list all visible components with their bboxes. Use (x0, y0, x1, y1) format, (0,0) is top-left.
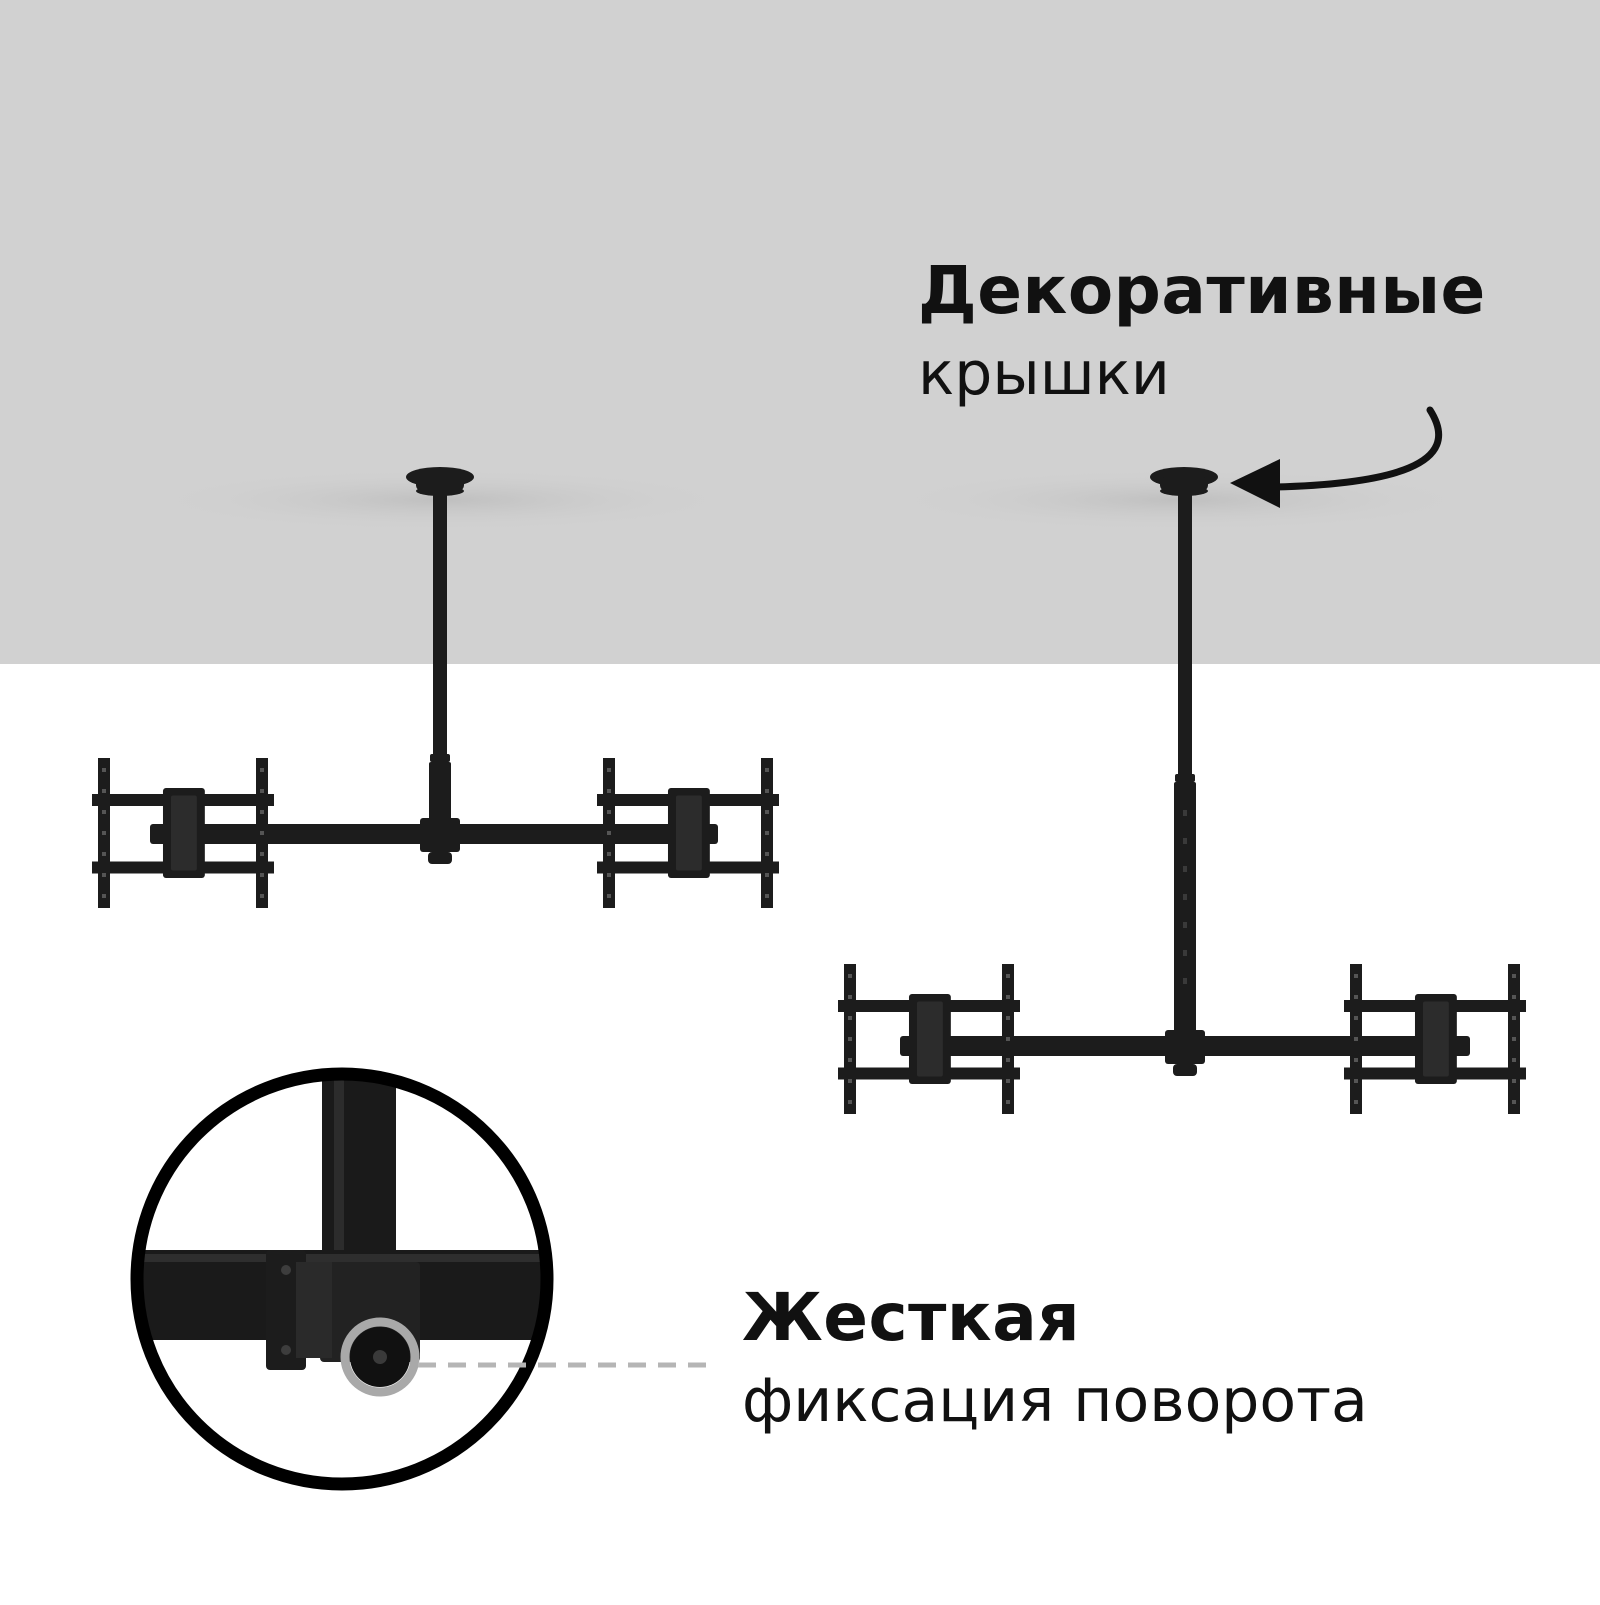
vesa-bracket (597, 758, 779, 908)
vesa-bracket (92, 758, 274, 908)
vesa-bracket (838, 964, 1020, 1114)
pole-holes (1183, 810, 1187, 984)
zoom-inset (130, 1067, 710, 1491)
ceiling-mount-left (92, 467, 779, 908)
pole-right (1178, 494, 1192, 774)
highlight-ring (340, 1317, 420, 1397)
ceiling-mount-right (838, 467, 1526, 1114)
callout-title: Жесткая (742, 1279, 1081, 1356)
callout-subtitle: крышки (918, 339, 1170, 409)
callout-decorative-caps: Декоративные крышки (918, 252, 1486, 409)
arrow-icon (1230, 406, 1443, 508)
callout-title: Декоративные (918, 252, 1486, 329)
zoom-frame (130, 1067, 554, 1491)
decorative-cap-right (1150, 467, 1218, 496)
decorative-cap-left (406, 467, 474, 496)
vesa-bracket (1344, 964, 1526, 1114)
ceiling (0, 0, 1600, 664)
pole-left (433, 494, 447, 754)
callout-subtitle: фиксация поворота (742, 1366, 1368, 1436)
callout-rigid-lock: Жесткая фиксация поворота (742, 1279, 1368, 1436)
